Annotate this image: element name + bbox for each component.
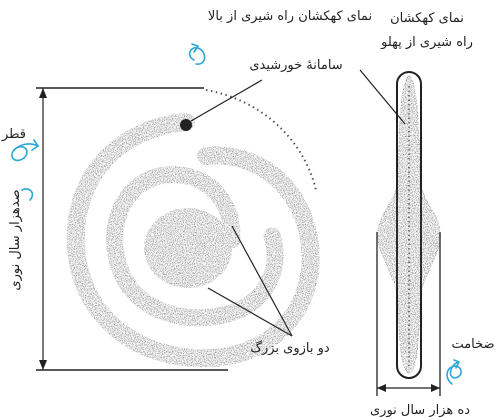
thickness-value-label: ده هزار سال نوری — [370, 403, 470, 418]
curly-arrow-icon — [12, 140, 38, 160]
side-view-label-line2: راه شیری از پهلو — [380, 35, 473, 50]
diameter-label: قطر — [1, 127, 26, 142]
diameter-value-label: صدهزار سال نوری — [8, 189, 23, 290]
diameter-arrow-bottom — [39, 360, 47, 370]
thickness-label: ضخامت — [451, 337, 494, 352]
solar-system-leader — [191, 80, 262, 121]
curly-arrow-icon — [190, 44, 205, 64]
galaxy-side-view — [378, 72, 440, 378]
top-view-label: نمای کهکشان راه شیری از بالا — [208, 9, 372, 24]
diameter-arrow-top — [39, 88, 47, 98]
galaxy-top-view — [76, 122, 311, 358]
solar-system-label: سامانهٔ خورشیدی — [249, 58, 342, 73]
side-view-label-line1: نمای کهکشان — [390, 11, 464, 26]
arms-label: دو بازوی بزرگ — [250, 339, 330, 356]
solar-system-dot — [180, 119, 192, 131]
galaxy-core — [144, 208, 232, 288]
thickness-arrow-right — [431, 384, 440, 392]
curly-arrow-icon — [447, 360, 461, 384]
thickness-arrow-left — [377, 384, 386, 392]
curly-arrow-icon — [22, 189, 32, 200]
